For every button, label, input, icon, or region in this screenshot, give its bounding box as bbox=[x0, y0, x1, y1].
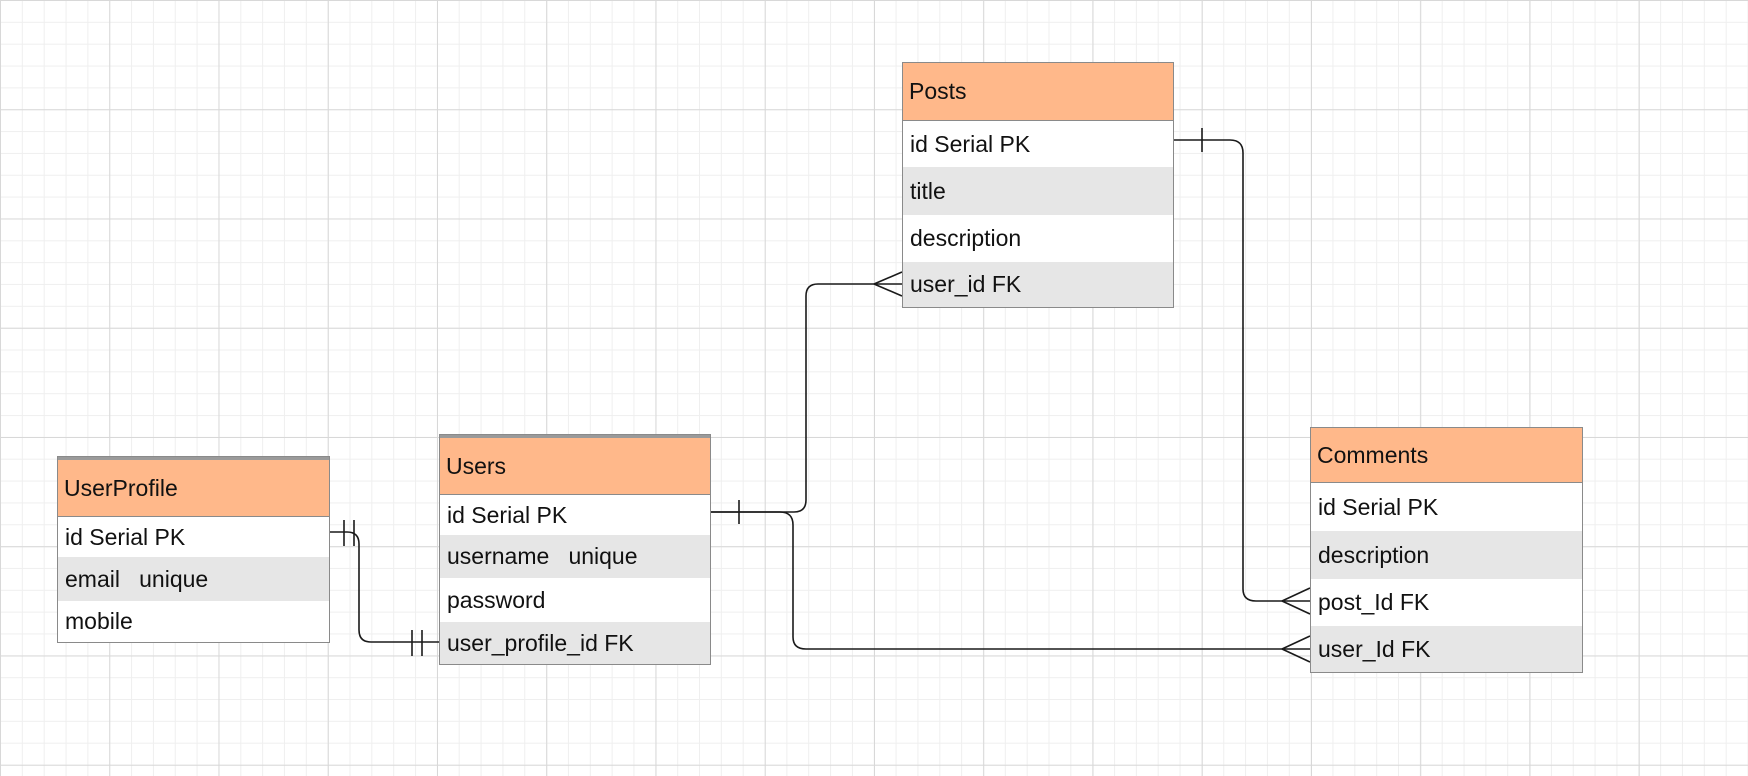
entity-comments[interactable]: Comments id Serial PK description post_I… bbox=[1310, 427, 1583, 673]
entity-field[interactable]: description bbox=[1311, 531, 1582, 579]
entity-field[interactable]: post_Id FK bbox=[1318, 589, 1430, 615]
entity-title: Users bbox=[440, 435, 710, 495]
entity-field[interactable]: user_profile_id FK bbox=[440, 622, 710, 664]
connector-users-comments[interactable] bbox=[711, 511, 1310, 650]
connector-userprofile-users[interactable] bbox=[330, 531, 439, 643]
connector-posts-comments[interactable] bbox=[1174, 139, 1310, 602]
entity-title: Posts bbox=[903, 63, 1173, 121]
entity-field[interactable]: username unique bbox=[440, 535, 710, 578]
entity-field[interactable]: id Serial PK bbox=[910, 130, 1031, 157]
entity-title: UserProfile bbox=[58, 457, 329, 517]
crowfoot-comments-user-id bbox=[1281, 635, 1311, 663]
entity-field[interactable]: id Serial PK bbox=[65, 523, 186, 550]
entity-field[interactable]: id Serial PK bbox=[447, 501, 568, 528]
entity-field[interactable]: title bbox=[903, 167, 1173, 215]
entity-field[interactable]: id Serial PK bbox=[1318, 493, 1439, 520]
entity-field[interactable]: password bbox=[447, 586, 546, 613]
crowfoot-posts-user-id bbox=[873, 271, 903, 297]
entity-field[interactable]: description bbox=[910, 225, 1022, 251]
entity-field[interactable]: email unique bbox=[58, 557, 329, 601]
connector-users-posts[interactable] bbox=[711, 283, 902, 513]
entity-title: Comments bbox=[1311, 428, 1582, 483]
entity-field[interactable]: user_Id FK bbox=[1311, 626, 1582, 672]
entity-user-profile[interactable]: UserProfile id Serial PK email unique mo… bbox=[57, 456, 330, 643]
entity-posts[interactable]: Posts id Serial PK title description use… bbox=[902, 62, 1174, 308]
entity-field[interactable]: mobile bbox=[65, 608, 133, 634]
entity-users[interactable]: Users id Serial PK username unique passw… bbox=[439, 434, 711, 665]
crowfoot-comments-post-id bbox=[1281, 587, 1311, 615]
entity-field[interactable]: user_id FK bbox=[903, 262, 1173, 307]
